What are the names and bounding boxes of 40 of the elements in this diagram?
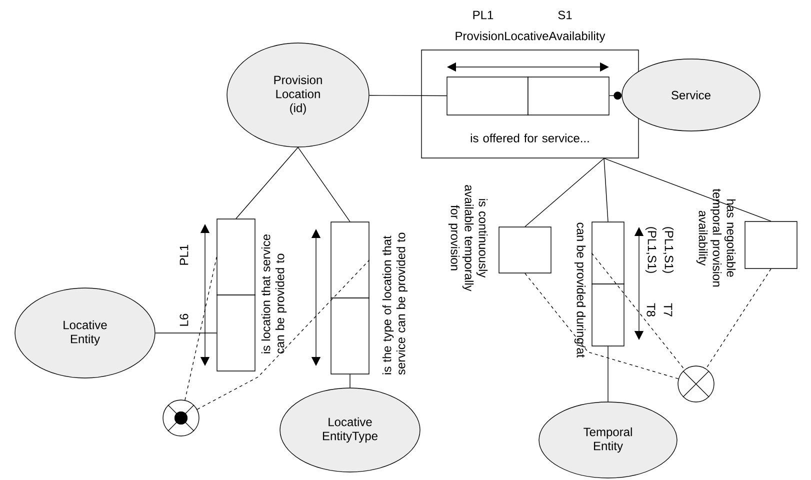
connector-line: [236, 147, 298, 219]
text-label: T8: [646, 303, 656, 316]
text-label: can be provided during/at: [574, 222, 586, 358]
exclusion-circle: [678, 366, 714, 402]
role-box: [528, 76, 610, 116]
constraint-line: [524, 273, 679, 380]
text-label: L6: [180, 314, 188, 326]
role-box: [592, 222, 624, 284]
constraint-line: [706, 268, 772, 369]
connector-line: [609, 92, 622, 100]
text-label: is continuously available temporally for provision: [448, 185, 488, 292]
connector-line: [369, 95, 447, 96]
text-label: S1: [558, 10, 572, 20]
connector-line: [524, 158, 604, 227]
role-box: [330, 298, 370, 374]
text-label: T7: [664, 303, 672, 316]
role-box: [446, 76, 528, 116]
text-label: has negotiable temporal provision availability: [696, 188, 736, 287]
role-box: [592, 284, 624, 346]
role-box: [744, 221, 798, 269]
role-box: [498, 226, 552, 274]
role-box: [216, 294, 256, 372]
text-label: is location that service can be provided to: [261, 234, 287, 354]
text-label: PL1: [473, 10, 494, 20]
connector-line: [604, 158, 608, 222]
connector-line: [298, 147, 350, 222]
text-label: PL1: [180, 244, 188, 265]
role-box: [216, 218, 256, 296]
text-label: is the type of location that service can be provided to: [382, 232, 408, 375]
constraint-line: [591, 252, 685, 370]
text-label: (PL1,S1): [662, 227, 674, 273]
constraint-line: [184, 256, 217, 400]
fact-type-name: ProvisionLocativeAvailability: [456, 31, 606, 43]
role-box: [330, 222, 370, 298]
connector-line: [604, 158, 772, 222]
connector-line: [155, 332, 217, 334]
fact-type-box: is offered for service...: [421, 50, 639, 158]
text-label: (PL1,S1): [645, 227, 657, 273]
constraint-line: [196, 260, 370, 410]
constraint-circle: [162, 400, 200, 436]
